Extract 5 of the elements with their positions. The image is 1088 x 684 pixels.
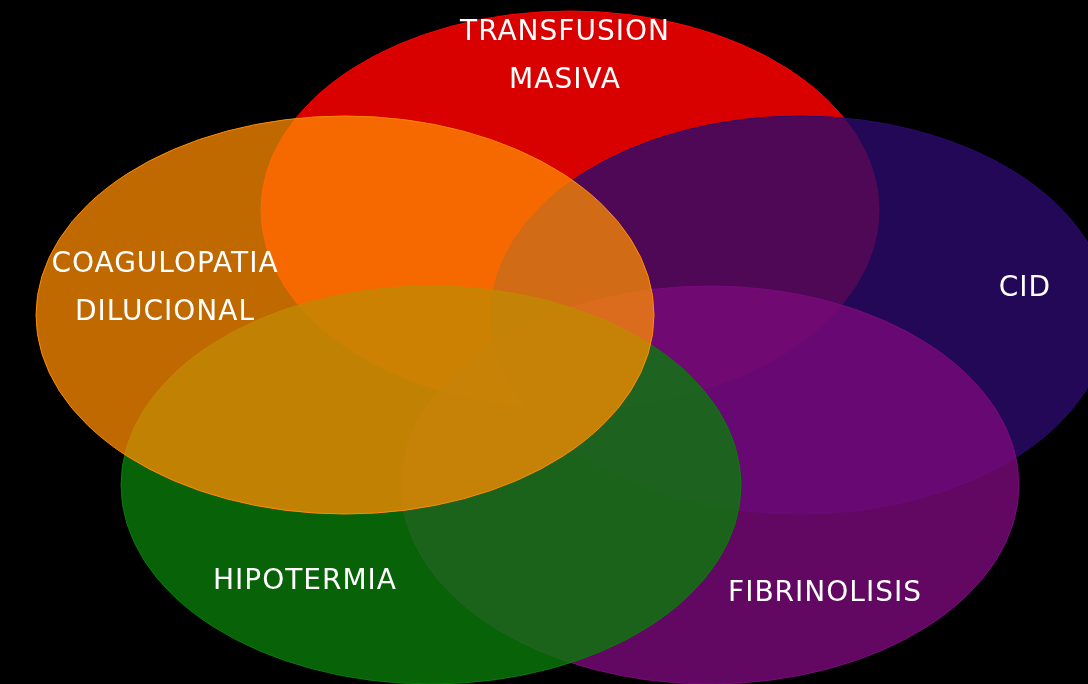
set-label: CID <box>997 269 1053 305</box>
set-label: TRANSFUSION MASIVA <box>459 13 671 97</box>
set-label: HIPOTERMIA <box>211 562 399 598</box>
set-label: COAGULOPATIA DILUCIONAL <box>50 245 280 329</box>
set-label: FIBRINOLISIS <box>727 574 923 610</box>
